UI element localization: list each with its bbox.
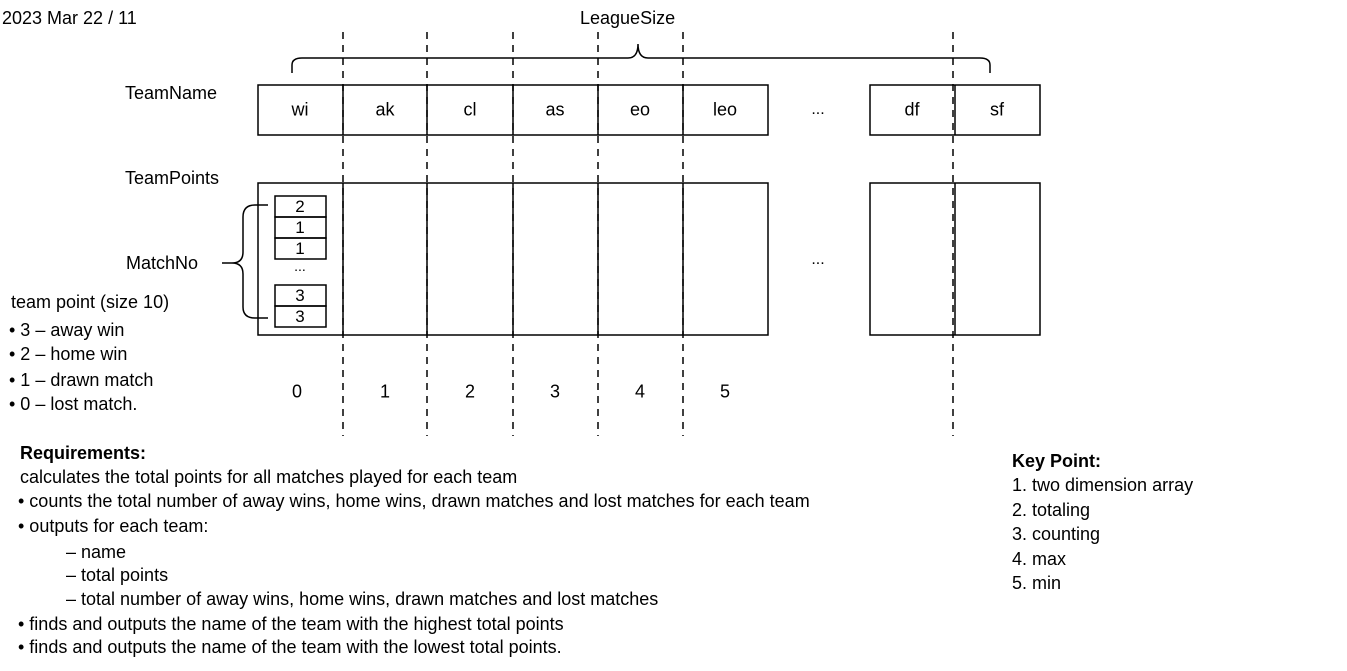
requirements-title: Requirements:	[20, 443, 147, 463]
key-point-item: 3. counting	[1012, 524, 1101, 544]
team-name-cell: eo	[629, 99, 651, 120]
team-points-ellipsis: ...	[811, 251, 825, 268]
legend-item: • 2 – home win	[9, 344, 128, 364]
requirement-line: calculates the total points for all matc…	[20, 467, 518, 487]
team-name-ellipsis: ...	[811, 101, 825, 118]
key-point-title: Key Point:	[1012, 451, 1102, 471]
legend-item: • 0 – lost match.	[9, 394, 138, 414]
requirement-line: • outputs for each team:	[18, 516, 209, 536]
date-label: 2023 Mar 22 / 11	[2, 8, 137, 28]
match-point-value: 3	[295, 307, 305, 326]
match-point-value: 3	[295, 286, 305, 305]
team-name-cell: ak	[375, 99, 395, 120]
match-points-ellipsis: ...	[294, 258, 306, 274]
league-size-brace	[291, 43, 991, 73]
team-name-cell: as	[545, 99, 565, 120]
team-points-label: TeamPoints	[125, 168, 220, 188]
key-point-item: 1. two dimension array	[1012, 475, 1194, 495]
match-point-value: 1	[295, 218, 305, 237]
requirement-subline: – name	[66, 542, 127, 562]
key-point-item: 2. totaling	[1012, 500, 1091, 520]
team-points-row	[257, 182, 1041, 336]
index-label: 0	[291, 381, 303, 402]
key-point-item: 4. max	[1012, 549, 1067, 569]
index-label: 1	[379, 381, 391, 402]
requirement-line: • finds and outputs the name of the team…	[18, 614, 564, 634]
requirement-subline: – total number of away wins, home wins, …	[66, 589, 659, 609]
index-label: 2	[464, 381, 476, 402]
legend-item: • 3 – away win	[9, 320, 125, 340]
team-name-cell: leo	[712, 99, 738, 120]
team-name-cell: cl	[463, 99, 477, 120]
team-name-label: TeamName	[125, 83, 218, 103]
match-cell	[274, 237, 327, 260]
match-point-value: 1	[295, 239, 305, 258]
match-no-brace	[222, 204, 268, 319]
requirement-subline: – total points	[66, 565, 169, 585]
requirement-line: • finds and outputs the name of the team…	[18, 637, 562, 657]
match-points-cells	[274, 195, 327, 328]
team-name-row	[257, 84, 1041, 136]
match-no-label: MatchNo	[126, 253, 199, 273]
league-size-label: LeagueSize	[580, 8, 676, 28]
match-cell	[274, 305, 327, 328]
team-name-cell: df	[904, 99, 920, 120]
match-point-value: 2	[295, 197, 305, 216]
index-label: 3	[549, 381, 561, 402]
key-point-item: 5. min	[1012, 573, 1062, 593]
team-name-cell: sf	[989, 99, 1005, 120]
requirement-line: • counts the total number of away wins, …	[18, 491, 810, 511]
legend-item: • 1 – drawn match	[9, 370, 154, 390]
team-name-cell: wi	[291, 99, 309, 120]
legend-title: team point (size 10)	[11, 292, 170, 312]
index-label: 4	[634, 381, 646, 402]
index-label: 5	[719, 381, 731, 402]
dashed-separators	[342, 32, 954, 436]
